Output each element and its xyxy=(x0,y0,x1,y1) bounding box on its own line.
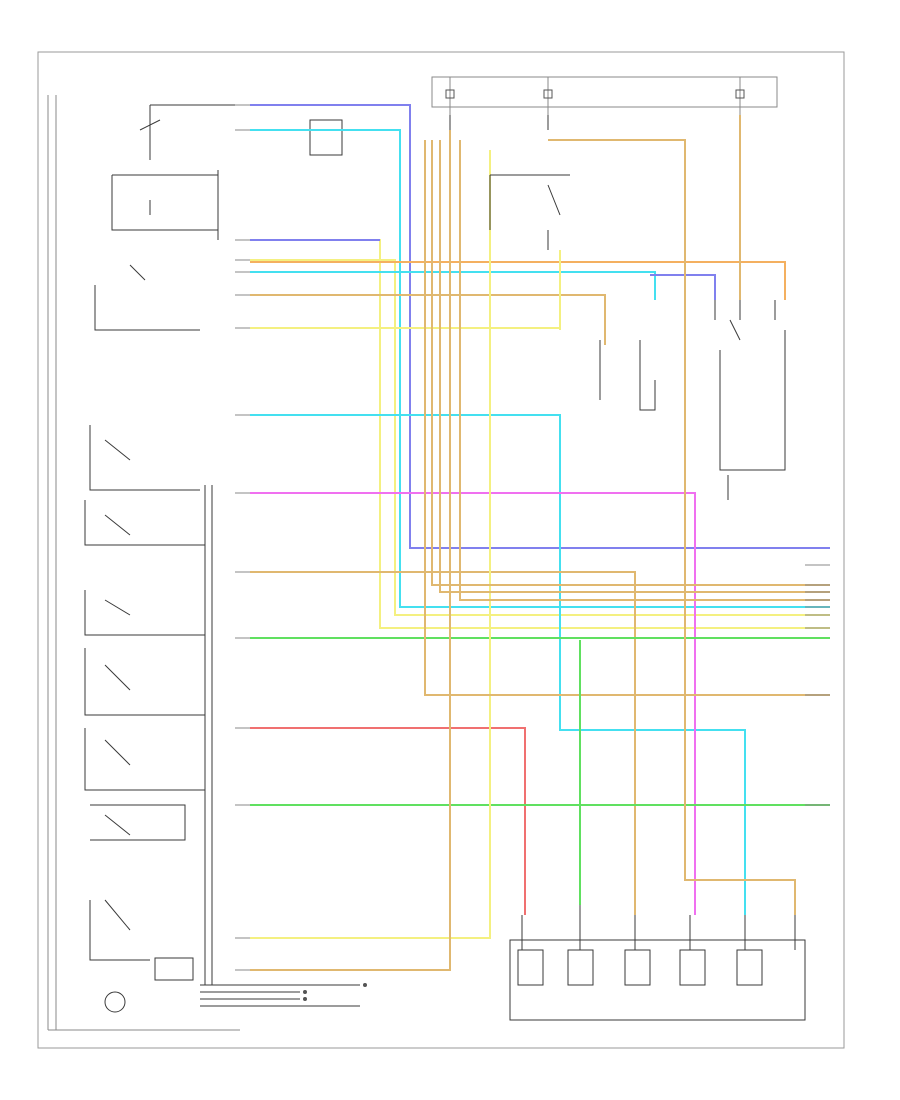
bottom-splice xyxy=(200,983,367,1007)
diagram-frame xyxy=(37,51,845,1049)
wire-lt-blu-10 xyxy=(250,414,746,915)
middle-switch xyxy=(489,174,656,411)
wire-lt-blu-1 xyxy=(250,129,830,608)
wire-tan-12 xyxy=(250,571,636,915)
wire-tan-8 xyxy=(250,294,606,345)
wire-orange-5 xyxy=(250,261,786,300)
left-switch-components xyxy=(94,104,343,331)
wire-tan-22 xyxy=(548,139,796,915)
wire-tan-19 xyxy=(431,140,830,586)
wire-red-14 xyxy=(250,727,526,915)
switch-stack xyxy=(84,425,205,1013)
fuse-block xyxy=(431,76,778,130)
wire-tan-20 xyxy=(439,140,830,593)
connector-row-labels xyxy=(235,104,250,971)
wire-tan-18 xyxy=(424,140,830,696)
wire-pink-11 xyxy=(250,492,696,915)
wire-dkblu-wht-7 xyxy=(650,274,716,300)
right-relay-switch xyxy=(714,300,786,500)
wire-group xyxy=(250,104,830,971)
wire-tan-17 xyxy=(250,130,451,971)
wire-yellow-2 xyxy=(250,239,830,629)
actuator-box xyxy=(509,905,806,1021)
wire-yellow-4 xyxy=(250,259,830,616)
left-ground-bus xyxy=(47,95,240,1031)
wire-tan-21 xyxy=(459,140,830,601)
wire-yellow-16 xyxy=(250,150,491,939)
wire-dkblu-wht-0 xyxy=(250,104,830,549)
wire-lt-blu-6 xyxy=(250,271,656,300)
right-edge-connectors xyxy=(805,564,830,806)
